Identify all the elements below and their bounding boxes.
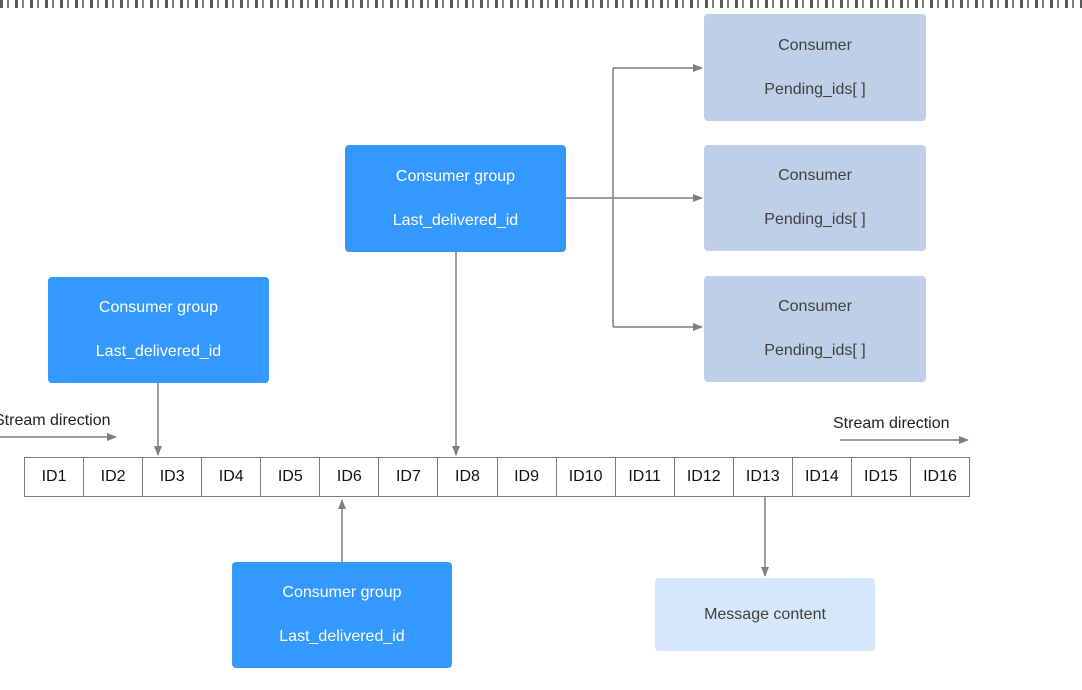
last-delivered-id-label: Last_delivered_id — [95, 343, 222, 360]
last-delivered-id-label: Last_delivered_id — [392, 211, 519, 229]
stream-id-cell: ID6 — [320, 458, 380, 496]
consumer-group-bottom: Consumer group Last_delivered_id — [232, 562, 452, 668]
stream-id-cell: ID3 — [143, 458, 203, 496]
stream-direction-label-left: Stream direction — [0, 412, 111, 429]
consumer-group-top: Consumer group Last_delivered_id — [345, 145, 566, 252]
pending-ids-label: Pending_ids[ ] — [764, 211, 866, 228]
stream-id-cell: ID8 — [438, 458, 498, 496]
stream-id-cell: ID5 — [261, 458, 321, 496]
stream-id-cell: ID7 — [379, 458, 439, 496]
consumer-group-title: Consumer group — [98, 299, 219, 316]
stream-id-cell: ID10 — [557, 458, 616, 496]
stream-id-cell: ID13 — [734, 458, 793, 496]
stream-id-row: ID1 ID2 ID3 ID4 ID5 ID6 ID7 ID8 ID9 ID10… — [24, 457, 970, 497]
message-content-label: Message content — [704, 605, 826, 623]
consumer-group-left: Consumer group Last_delivered_id — [48, 277, 269, 383]
stream-id-cell: ID15 — [852, 458, 911, 496]
pending-ids-label: Pending_ids[ ] — [764, 342, 866, 359]
consumer-group-title: Consumer group — [395, 167, 516, 185]
stream-id-cell: ID14 — [793, 458, 852, 496]
stream-direction-label-right: Stream direction — [833, 415, 950, 432]
last-delivered-id-label: Last_delivered_id — [279, 628, 405, 645]
stream-id-cell: ID1 — [25, 458, 85, 496]
stream-id-cell: ID11 — [616, 458, 675, 496]
consumer-2: Consumer Pending_ids[ ] — [704, 145, 926, 251]
consumer-3: Consumer Pending_ids[ ] — [704, 276, 926, 382]
cropped-header-text — [0, 0, 1082, 8]
message-content-box: Message content — [655, 578, 875, 651]
consumer-1: Consumer Pending_ids[ ] — [704, 14, 926, 121]
consumer-title: Consumer — [778, 36, 852, 54]
consumer-title: Consumer — [778, 298, 852, 315]
stream-id-cell: ID12 — [675, 458, 734, 496]
stream-id-cell: ID9 — [498, 458, 557, 496]
pending-ids-label: Pending_ids[ ] — [764, 80, 866, 98]
consumer-group-title: Consumer group — [282, 584, 402, 601]
stream-id-cell: ID2 — [84, 458, 144, 496]
stream-id-cell: ID4 — [202, 458, 262, 496]
consumer-title: Consumer — [778, 167, 852, 184]
stream-id-cell: ID16 — [923, 468, 957, 485]
